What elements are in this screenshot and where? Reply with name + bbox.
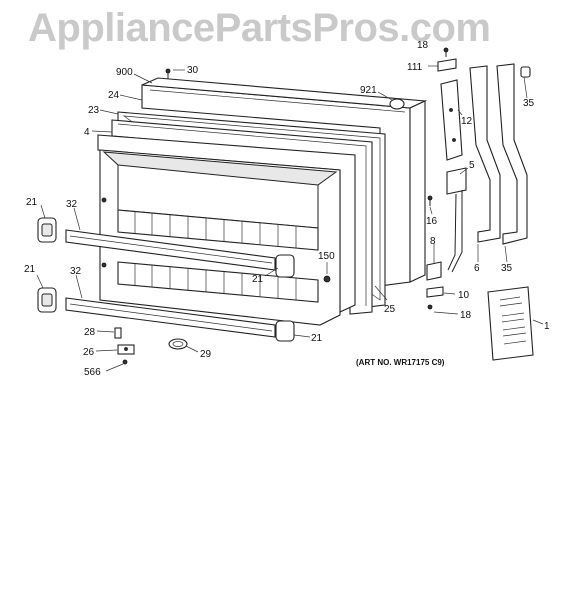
callout-10: 10: [458, 290, 470, 301]
handle-trim: [496, 63, 528, 245]
screw: [427, 195, 433, 206]
instruction-booklet: [487, 286, 534, 361]
plug-button: [389, 98, 405, 110]
callout-18-bottom: 18: [460, 310, 472, 321]
shelf-end-cap: [275, 254, 295, 278]
art-number: (ART NO. WR17175 C9): [356, 358, 445, 367]
callout-21-left-lower: 21: [24, 264, 36, 275]
screw: [443, 47, 449, 57]
shelf-end-cap: [275, 320, 295, 342]
callout-30: 30: [187, 65, 199, 76]
callout-24: 24: [108, 90, 120, 101]
callout-5: 5: [469, 160, 475, 171]
callout-18-top: 18: [417, 40, 429, 51]
handle-base: [426, 261, 442, 281]
hinge-bushing: [117, 344, 135, 355]
watermark-logo: AppliancePartsPros.com: [28, 6, 491, 50]
callout-32-lower: 32: [70, 266, 82, 277]
shelf-bar-lower: [65, 297, 276, 338]
callout-29: 29: [200, 349, 212, 360]
screw: [122, 359, 128, 365]
handle-bracket: [440, 79, 463, 161]
leader-lines: [36, 65, 544, 372]
handle-cap: [437, 58, 457, 72]
cam: [114, 327, 122, 339]
grommet: [168, 338, 188, 350]
callout-566: 566: [84, 367, 101, 378]
callout-23: 23: [88, 105, 100, 116]
callout-35-top: 35: [523, 98, 535, 109]
callout-6: 6: [474, 263, 480, 274]
door-handle: [469, 65, 501, 243]
callout-28: 28: [84, 327, 96, 338]
callout-1: 1: [544, 321, 550, 332]
callout-921: 921: [360, 85, 377, 96]
shelf-end-cap: [37, 287, 57, 313]
callout-32-upper: 32: [66, 199, 78, 210]
door-liner: [99, 149, 341, 326]
callout-8: 8: [430, 236, 436, 247]
callout-111: 111: [407, 62, 423, 73]
callout-35-bottom: 35: [501, 263, 513, 274]
callout-4: 4: [84, 127, 90, 138]
callout-21-right-upper: 21: [252, 274, 264, 285]
callout-12: 12: [461, 116, 473, 127]
shelf-end-cap: [37, 217, 57, 243]
cam-bracket: [426, 286, 444, 298]
callout-25: 25: [384, 304, 396, 315]
callout-21-right-lower: 21: [311, 333, 323, 344]
callout-900: 900: [116, 67, 133, 78]
handle-mount: [446, 167, 467, 273]
callout-16: 16: [426, 216, 438, 227]
callout-26: 26: [83, 347, 95, 358]
callout-21-left-upper: 21: [26, 197, 38, 208]
callout-150: 150: [318, 251, 335, 262]
screw: [427, 304, 433, 310]
handle-end-cap: [520, 66, 531, 78]
door-stop: [323, 275, 331, 283]
screw: [165, 68, 171, 79]
